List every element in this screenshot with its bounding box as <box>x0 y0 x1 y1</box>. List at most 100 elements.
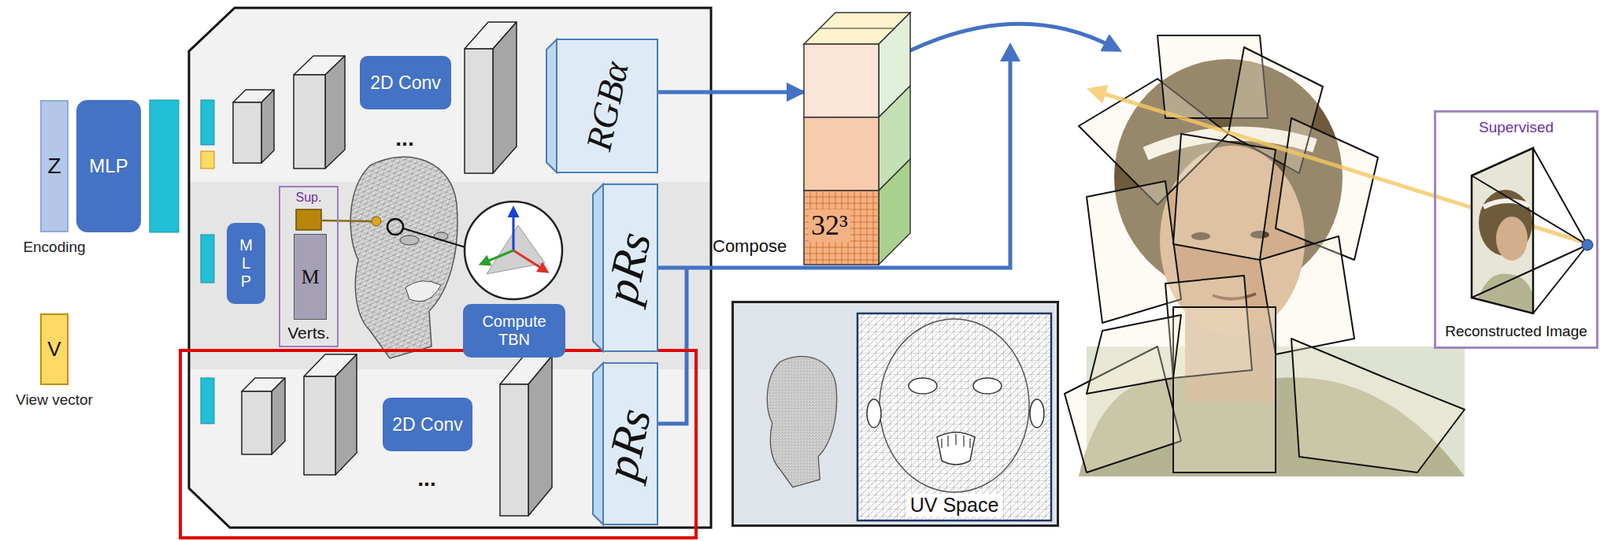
compose-wire-part <box>658 267 687 424</box>
feature-blocks-part <box>293 74 326 169</box>
mlp-box: MLP <box>76 100 141 233</box>
box-label: MLP <box>85 155 131 178</box>
edge-label: Compose <box>712 236 787 257</box>
grid-size-label: 32³ <box>808 209 851 242</box>
cube-shape-part <box>878 159 911 265</box>
input-slices <box>200 100 215 424</box>
uv-illustration-part <box>866 399 882 428</box>
caption-label: Encoding <box>22 238 86 256</box>
panel-heading: Supervised <box>1436 118 1597 137</box>
feature-blocks-part <box>464 48 493 174</box>
camera-illustration-part-part <box>1467 144 1539 318</box>
ellipsis: ... <box>395 125 414 152</box>
feature-vector <box>149 100 179 233</box>
mesh-head-part <box>371 216 382 226</box>
input-slices-part <box>200 377 215 424</box>
feature-blocks-part <box>335 354 357 475</box>
camera-illustration-part-part <box>1496 216 1528 261</box>
process-box: Compute TBN <box>462 303 566 358</box>
caption-label: View vector <box>15 391 93 409</box>
feature-blocks-part <box>492 22 517 174</box>
feature-blocks-part <box>271 377 286 455</box>
box-label: M L P <box>238 236 255 291</box>
mesh-head-part <box>387 218 404 235</box>
prs-output: pRs <box>592 183 659 352</box>
latent-code-box: ZEncoding <box>40 100 69 233</box>
tbn-frame-part <box>486 225 545 275</box>
uv-illustration-part <box>941 433 971 449</box>
feature-blocks-part <box>500 384 529 516</box>
uv-illustration-part <box>857 313 1052 521</box>
supervision-panel: SupervisedReconstructed Image <box>1433 110 1599 349</box>
decoder-panel-part <box>188 7 712 528</box>
feature-blocks-part <box>233 102 262 163</box>
feature-vector-part <box>149 100 179 233</box>
mesh-head-part <box>350 156 458 359</box>
voxel-cube: 32³ <box>803 12 924 266</box>
volume-rendering-part-part <box>1291 338 1465 473</box>
input-slices-part <box>200 234 215 283</box>
camera-illustration-part-part <box>1533 148 1588 245</box>
input-slices-part <box>200 151 215 169</box>
volume-rendering-part-part <box>1275 118 1378 260</box>
camera-illustration <box>1436 112 1600 352</box>
mlp-box: M L P <box>226 222 266 304</box>
tbn-frame-part <box>464 201 563 300</box>
panel-label: UV Space <box>907 493 1003 517</box>
uv-illustration <box>733 303 1062 530</box>
volume-rendering-part-part <box>1173 133 1276 260</box>
box-label: V <box>44 337 64 362</box>
uv-panel: UV Space <box>731 300 1060 527</box>
box-label: 2D Conv <box>366 72 444 93</box>
cube-shape-part <box>803 117 879 191</box>
mesh-head-part <box>403 228 466 248</box>
cube-shape-part <box>803 247 879 249</box>
uv-illustration-part <box>973 377 1002 394</box>
cube-shape-part <box>803 203 879 204</box>
cube-shape-part <box>803 196 879 198</box>
camera-illustration-part <box>1467 144 1539 318</box>
feature-blocks <box>233 22 552 516</box>
cube-shape-part <box>803 253 879 255</box>
camera-illustration-part-part <box>1471 175 1588 245</box>
feature-blocks-part <box>325 55 345 169</box>
view-vector-box: VView vector <box>40 313 69 386</box>
feature-blocks-part <box>303 376 336 475</box>
data-arrow <box>658 90 804 95</box>
uv-illustration-part <box>908 377 938 394</box>
supervision-label: Sup. <box>280 190 338 205</box>
prs-output: pRs <box>592 362 659 526</box>
supervision-box: Sup. Verts. M <box>278 185 339 348</box>
conv-box: 2D Conv <box>382 397 473 452</box>
uv-illustration-part <box>766 356 837 488</box>
box-label: M <box>297 265 323 289</box>
camera-illustration-part <box>1581 239 1593 251</box>
box-label: Z <box>44 153 64 179</box>
cube-shape-part <box>803 259 879 261</box>
vertices-label: Verts. <box>280 323 338 343</box>
tbn-frame <box>464 201 563 300</box>
arrow-head <box>1000 42 1021 62</box>
rgba-output: RGBα <box>545 38 659 174</box>
feature-blocks-part <box>261 89 275 163</box>
mesh-head-part <box>321 220 372 222</box>
mesh-head-part <box>296 209 322 230</box>
cube-shape-part <box>819 28 895 30</box>
mesh-head-part <box>400 235 419 245</box>
mesh-head-part <box>405 281 441 302</box>
volume-rendering-part-part <box>1086 314 1182 394</box>
highlight-frame <box>180 350 697 538</box>
panel-caption: Reconstructed Image <box>1436 322 1597 341</box>
cube-shape-part <box>803 44 879 118</box>
box-label: 2D Conv <box>388 414 466 435</box>
output-plate-part <box>556 39 658 173</box>
ellipsis: ... <box>417 466 436 492</box>
cube-shape-part <box>803 190 879 265</box>
vertex-matrix: M <box>293 233 327 320</box>
tbn-frame-part <box>513 250 544 270</box>
uv-illustration-part <box>1029 399 1045 428</box>
feature-blocks-part <box>528 355 552 516</box>
box-label: Compute TBN <box>462 312 566 349</box>
feature-blocks-part <box>241 391 272 455</box>
